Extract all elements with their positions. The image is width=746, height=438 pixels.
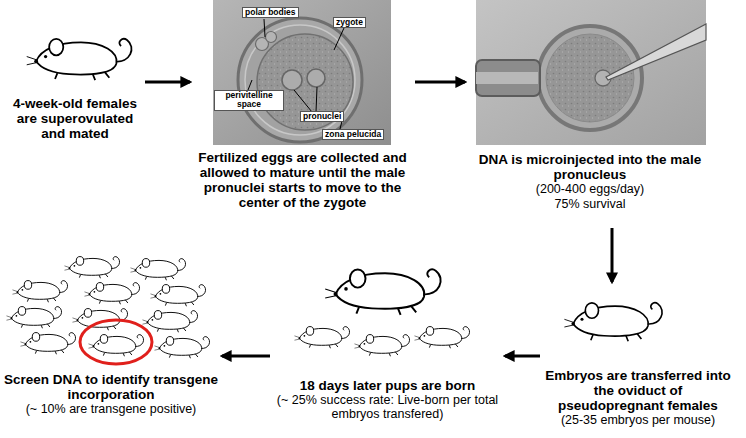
microinjection-micrograph-part bbox=[546, 34, 634, 122]
leader-line-part bbox=[334, 28, 344, 50]
step-caption: Embryos are transferred into the oviduct… bbox=[540, 368, 736, 413]
step-caption: Screen DNA to identify transgene incorpo… bbox=[0, 372, 222, 402]
highlight-circle bbox=[80, 320, 152, 364]
flow-arrow bbox=[222, 355, 270, 358]
pup-group-part bbox=[64, 257, 119, 279]
leader-line-part bbox=[294, 87, 317, 112]
microinjection-micrograph-part bbox=[606, 24, 706, 80]
process-step: DNA is microinjected into the male pronu… bbox=[465, 0, 715, 228]
process-step: Screen DNA to identify transgene incorpo… bbox=[0, 248, 222, 438]
mouse-drawing bbox=[564, 303, 662, 342]
pup-group-part bbox=[154, 337, 209, 359]
flow-arrow bbox=[145, 81, 190, 84]
leader-line bbox=[248, 19, 344, 129]
pup-group-part bbox=[84, 283, 139, 305]
zygote-micrograph-part bbox=[282, 70, 302, 90]
pup-group-part bbox=[12, 281, 67, 303]
mouse-litter-part bbox=[354, 335, 409, 357]
step-note: (~ 25% success rate: Live-born per total… bbox=[270, 393, 505, 422]
mouse-drawing bbox=[27, 39, 132, 80]
pup-group-part bbox=[142, 311, 197, 333]
part-label: pronuclei bbox=[300, 111, 344, 122]
pup-group-part bbox=[20, 333, 75, 355]
flow-arrow bbox=[505, 355, 540, 358]
step-note: (200-400 eggs/day) bbox=[465, 182, 715, 196]
zygote-micrograph-part bbox=[238, 18, 362, 142]
microinjection-micrograph bbox=[476, 0, 706, 145]
step-caption: DNA is microinjected into the male pronu… bbox=[465, 152, 715, 182]
pup-group-part bbox=[130, 259, 185, 281]
zygote-micrograph-part bbox=[213, 0, 391, 145]
part-label: perivitelline space bbox=[214, 90, 284, 111]
pup-group bbox=[6, 257, 209, 359]
process-step: Fertilized eggs are collected and allowe… bbox=[190, 0, 415, 245]
pup-group-part bbox=[150, 285, 205, 307]
zygote-micrograph bbox=[213, 0, 391, 145]
microinjection-micrograph-part bbox=[538, 26, 642, 130]
leader-line-part bbox=[248, 80, 252, 90]
pup-group-part bbox=[6, 307, 61, 329]
step-note: 75% survival bbox=[465, 197, 715, 211]
part-label: zygote bbox=[333, 17, 366, 28]
step-caption: 18 days later pups are born bbox=[270, 378, 505, 393]
mouse-litter bbox=[294, 269, 469, 356]
mouse-litter-part bbox=[294, 327, 349, 349]
zygote-micrograph-part bbox=[307, 69, 325, 87]
zygote-micrograph-part bbox=[245, 25, 355, 135]
step-note: (~ 10% are transgene positive) bbox=[0, 402, 222, 416]
pup-group-part bbox=[88, 335, 143, 357]
zygote-micrograph-part bbox=[266, 32, 277, 43]
leader-line-part bbox=[264, 19, 265, 37]
part-label: zona pelucida bbox=[322, 129, 384, 140]
microinjection-micrograph-part bbox=[476, 60, 540, 96]
zygote-micrograph-part bbox=[257, 34, 353, 130]
step-caption: 4-week-old females are superovulated and… bbox=[5, 96, 145, 141]
step-caption: Fertilized eggs are collected and allowe… bbox=[190, 150, 415, 210]
process-step: Embryos are transferred into the oviduct… bbox=[540, 282, 736, 438]
flow-arrow bbox=[415, 81, 465, 84]
microinjection-micrograph-part bbox=[476, 0, 706, 145]
mouse-litter-part bbox=[414, 327, 469, 349]
flow-arrow bbox=[611, 228, 614, 282]
microinjection-micrograph-part bbox=[476, 72, 538, 84]
step-note: (25-35 embryos per mouse) bbox=[540, 413, 736, 427]
process-step: 4-week-old females are superovulated and… bbox=[5, 0, 145, 160]
mouse-litter-part bbox=[325, 269, 440, 315]
part-label: polar bodies bbox=[242, 7, 299, 18]
process-step: 18 days later pups are born(~ 25% succes… bbox=[270, 250, 505, 438]
